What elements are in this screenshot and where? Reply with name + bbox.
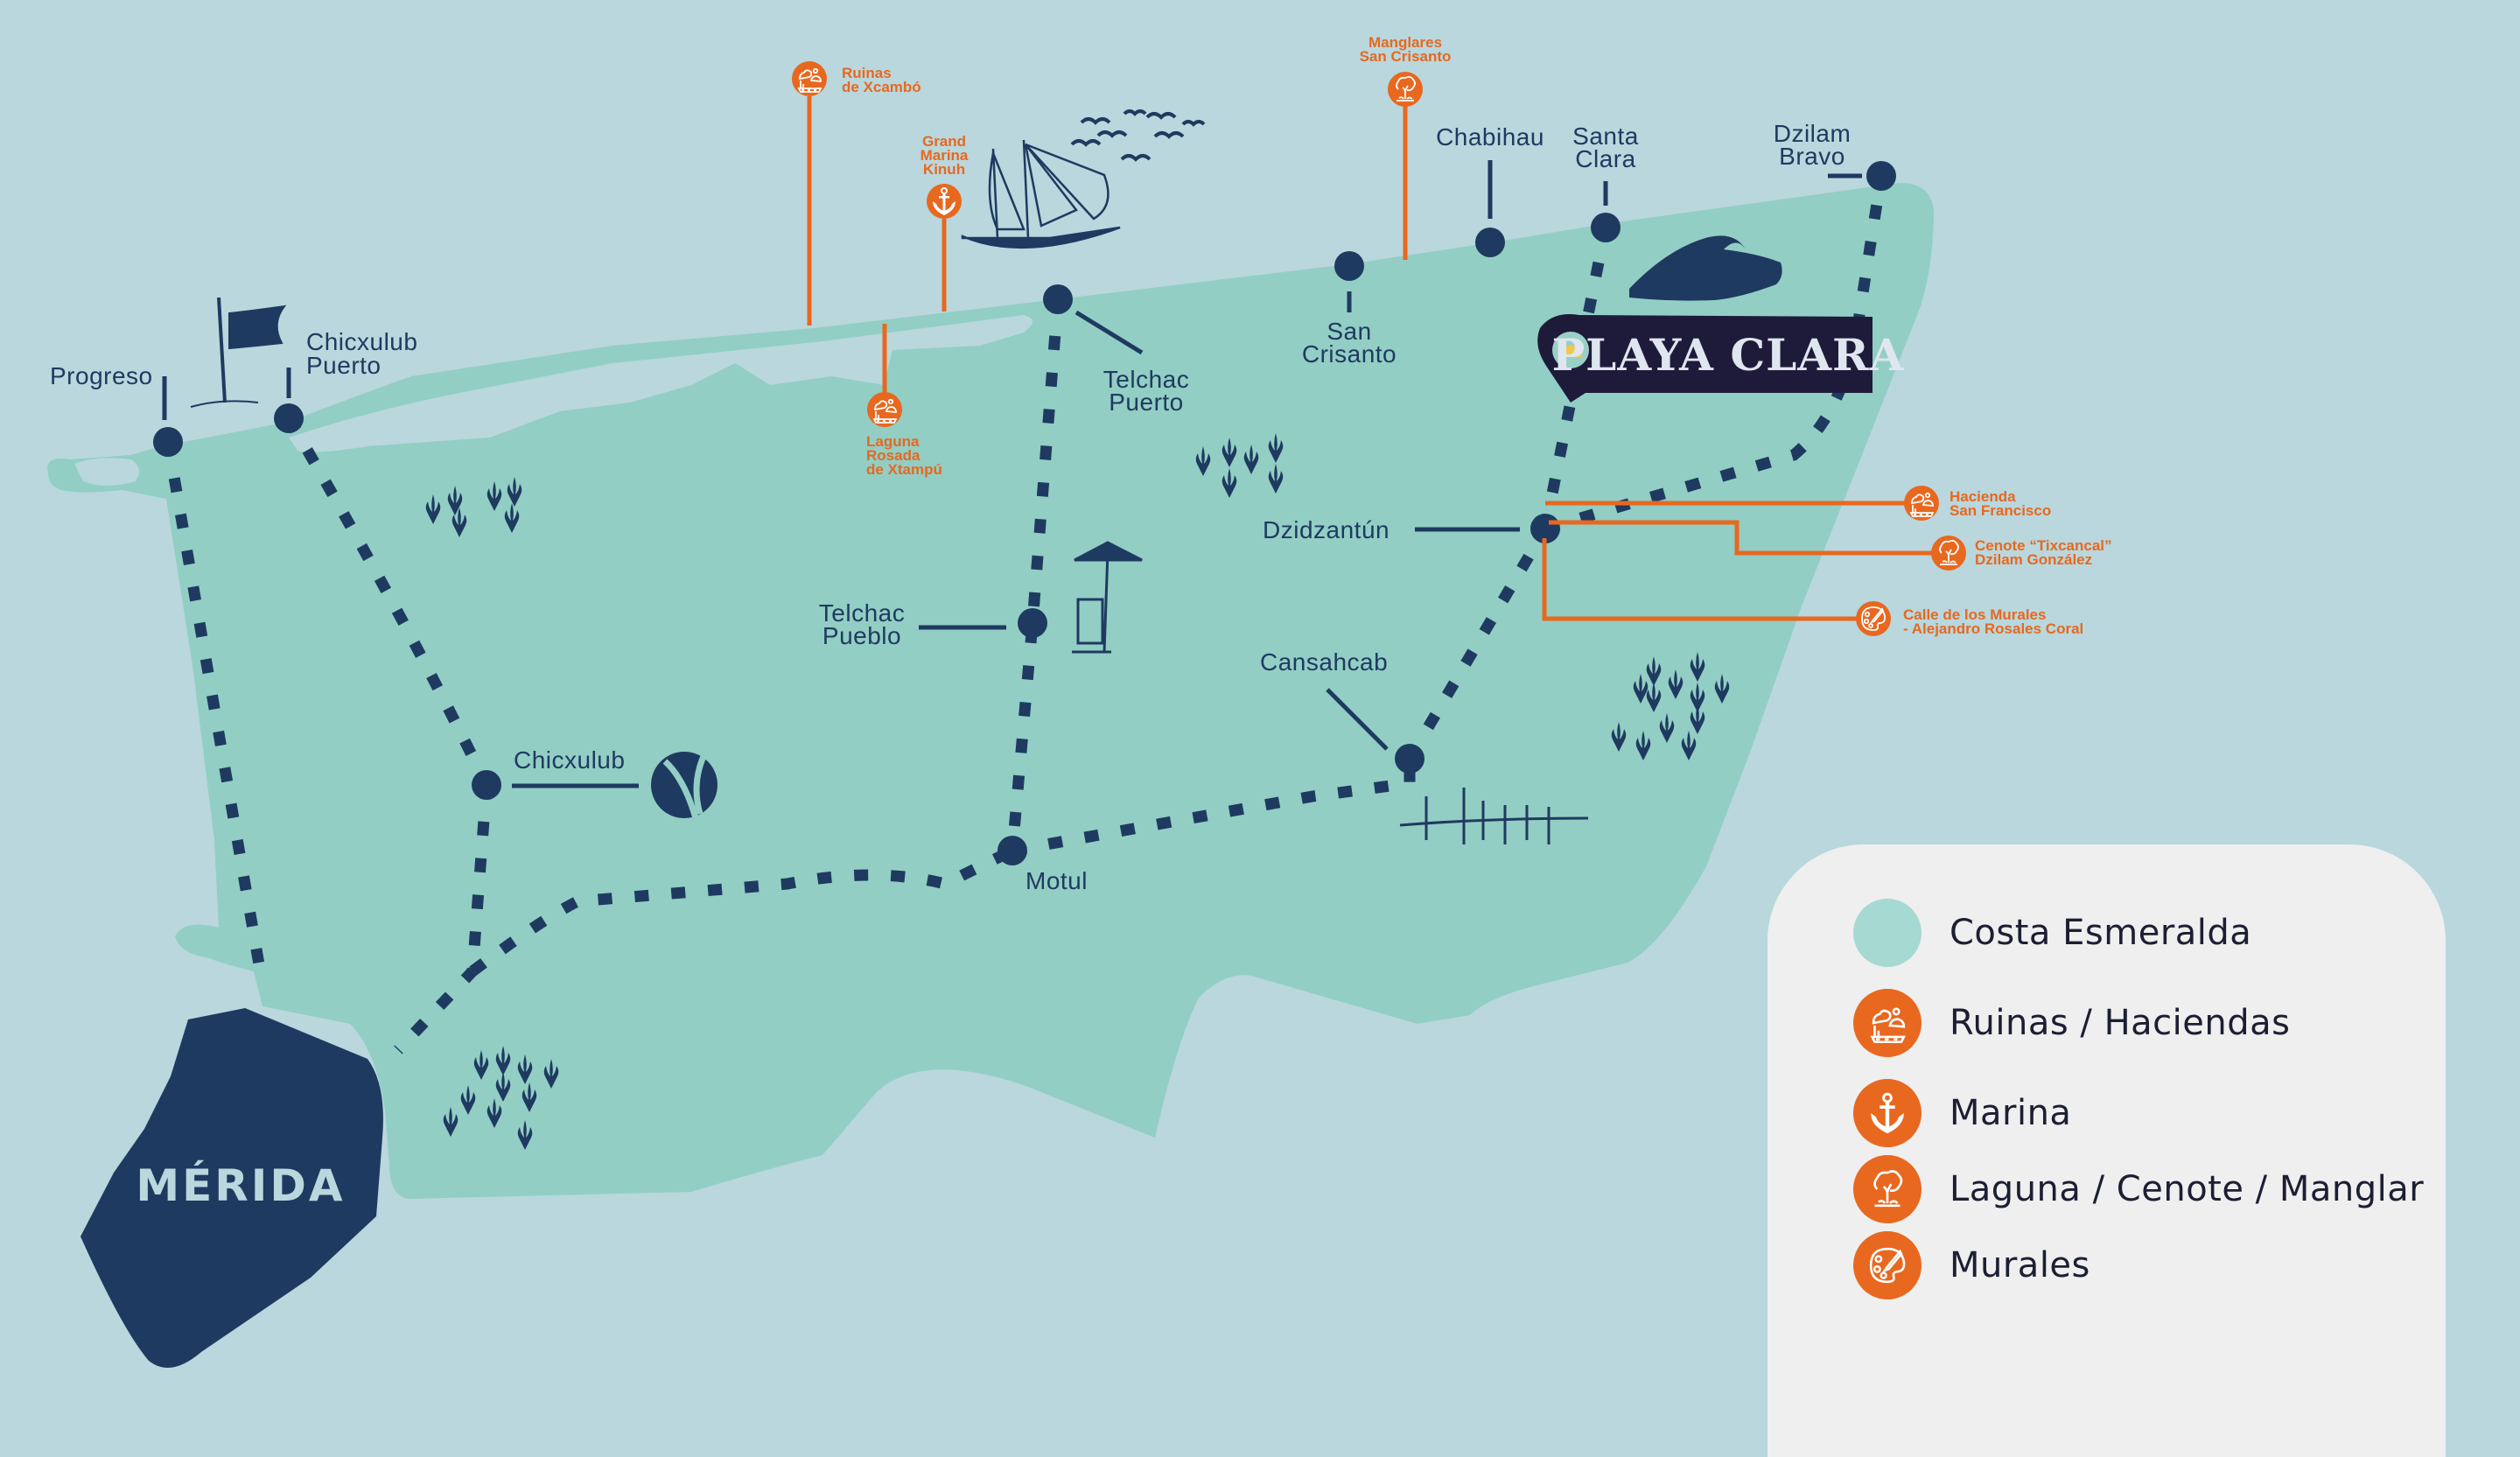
map-canvas: MÉRIDA Pr xyxy=(47,34,2112,1368)
poi-markers xyxy=(792,61,1966,636)
flag-illustration xyxy=(190,297,287,408)
town-label-cansahcab: Cansahcab xyxy=(1260,648,1388,676)
legend-item-costa-esmeralda: Costa Esmeralda xyxy=(1853,899,2251,967)
pier-illustration xyxy=(1399,788,1589,844)
birds-illustration xyxy=(1070,109,1206,162)
ruins-icon xyxy=(1853,989,1922,1057)
legend-label: Costa Esmeralda xyxy=(1950,913,2252,953)
playa-clara-label: PLAYA CLARA xyxy=(1552,329,1905,381)
lifeguard-chair-illustration xyxy=(1072,541,1143,654)
town-label-chabihau: Chabihau xyxy=(1436,123,1544,151)
town-label-progreso: Progreso xyxy=(50,362,153,389)
poi-marker-calle-murales[interactable] xyxy=(1856,601,1891,636)
poi-marker-laguna-rosada[interactable] xyxy=(867,392,902,427)
lagoon-coastal xyxy=(289,315,1032,452)
legend-panel: Costa Esmeralda Ruinas / Haciendas Marin… xyxy=(1768,844,2446,1457)
town-dot-chabihau[interactable] xyxy=(1475,228,1505,257)
town-label-motul: Motul xyxy=(1026,867,1088,894)
beach-ball-illustration xyxy=(651,752,718,819)
town-dot-cansahcab[interactable] xyxy=(1395,744,1424,774)
poi-marker-ruinas-xcambo[interactable] xyxy=(792,61,827,96)
town-dot-progreso[interactable] xyxy=(153,427,183,457)
route-dzidzantun-dzilam xyxy=(1544,174,1887,535)
tree-icon xyxy=(1853,1155,1922,1223)
legend-label: Marina xyxy=(1950,1093,2072,1133)
towns xyxy=(153,160,1896,865)
ship-illustration xyxy=(961,139,1121,249)
town-dot-motul[interactable] xyxy=(998,836,1027,865)
palette-icon xyxy=(1853,1231,1922,1299)
town-dot-santa-clara[interactable] xyxy=(1591,213,1620,242)
legend-label: Ruinas / Haciendas xyxy=(1950,1003,2291,1043)
town-dot-telchac-puerto[interactable] xyxy=(1043,284,1073,314)
poi-label-cenote-tixcancal: Cenote “Tixcancal”Dzilam González xyxy=(1975,537,2112,568)
town-dot-dzilam-bravo[interactable] xyxy=(1866,161,1896,191)
town-dot-telchac-pueblo[interactable] xyxy=(1018,608,1047,638)
legend-item-murales: Murales xyxy=(1853,1231,2090,1299)
legend-item-ruinas-haciendas: Ruinas / Haciendas xyxy=(1853,989,2290,1057)
legend-label: Laguna / Cenote / Manglar xyxy=(1950,1169,2425,1209)
poi-marker-cenote-tixcancal[interactable] xyxy=(1931,536,1966,571)
poi-label-calle-murales: Calle de los Murales- Alejandro Rosales … xyxy=(1903,606,2083,637)
poi-marker-manglares-san-crisanto[interactable] xyxy=(1388,72,1423,107)
legend-item-marina: Marina xyxy=(1853,1079,2071,1147)
town-dot-chicxulub-puerto[interactable] xyxy=(274,403,304,433)
lagoon-progreso xyxy=(74,458,139,486)
route-cansahcab-dzidzantun xyxy=(1404,525,1550,762)
town-label-dzidzantun: Dzidzantún xyxy=(1263,516,1390,543)
route-merida-motul xyxy=(469,845,1015,977)
town-label-chicxulub: Chicxulub xyxy=(514,746,625,774)
land-costa-esmeralda xyxy=(47,183,1935,1200)
merida-area xyxy=(80,1008,383,1368)
town-dot-chicxulub[interactable] xyxy=(472,770,501,800)
legend-label: Murales xyxy=(1950,1245,2090,1285)
wave-illustration xyxy=(1629,235,1782,301)
poi-marker-grand-marina-kinuh[interactable] xyxy=(927,184,962,219)
city-label-merida: MÉRIDA xyxy=(136,1159,345,1211)
poi-lines xyxy=(807,96,1934,621)
land-swatch-icon xyxy=(1853,899,1922,967)
legend-item-laguna-cenote-manglar: Laguna / Cenote / Manglar xyxy=(1853,1155,2424,1223)
anchor-icon xyxy=(1853,1079,1922,1147)
poi-marker-hacienda-san-francisco[interactable] xyxy=(1904,486,1939,521)
playa-clara-badge[interactable]: PLAYA CLARA xyxy=(1537,314,1904,403)
town-dot-san-crisanto[interactable] xyxy=(1334,251,1364,281)
